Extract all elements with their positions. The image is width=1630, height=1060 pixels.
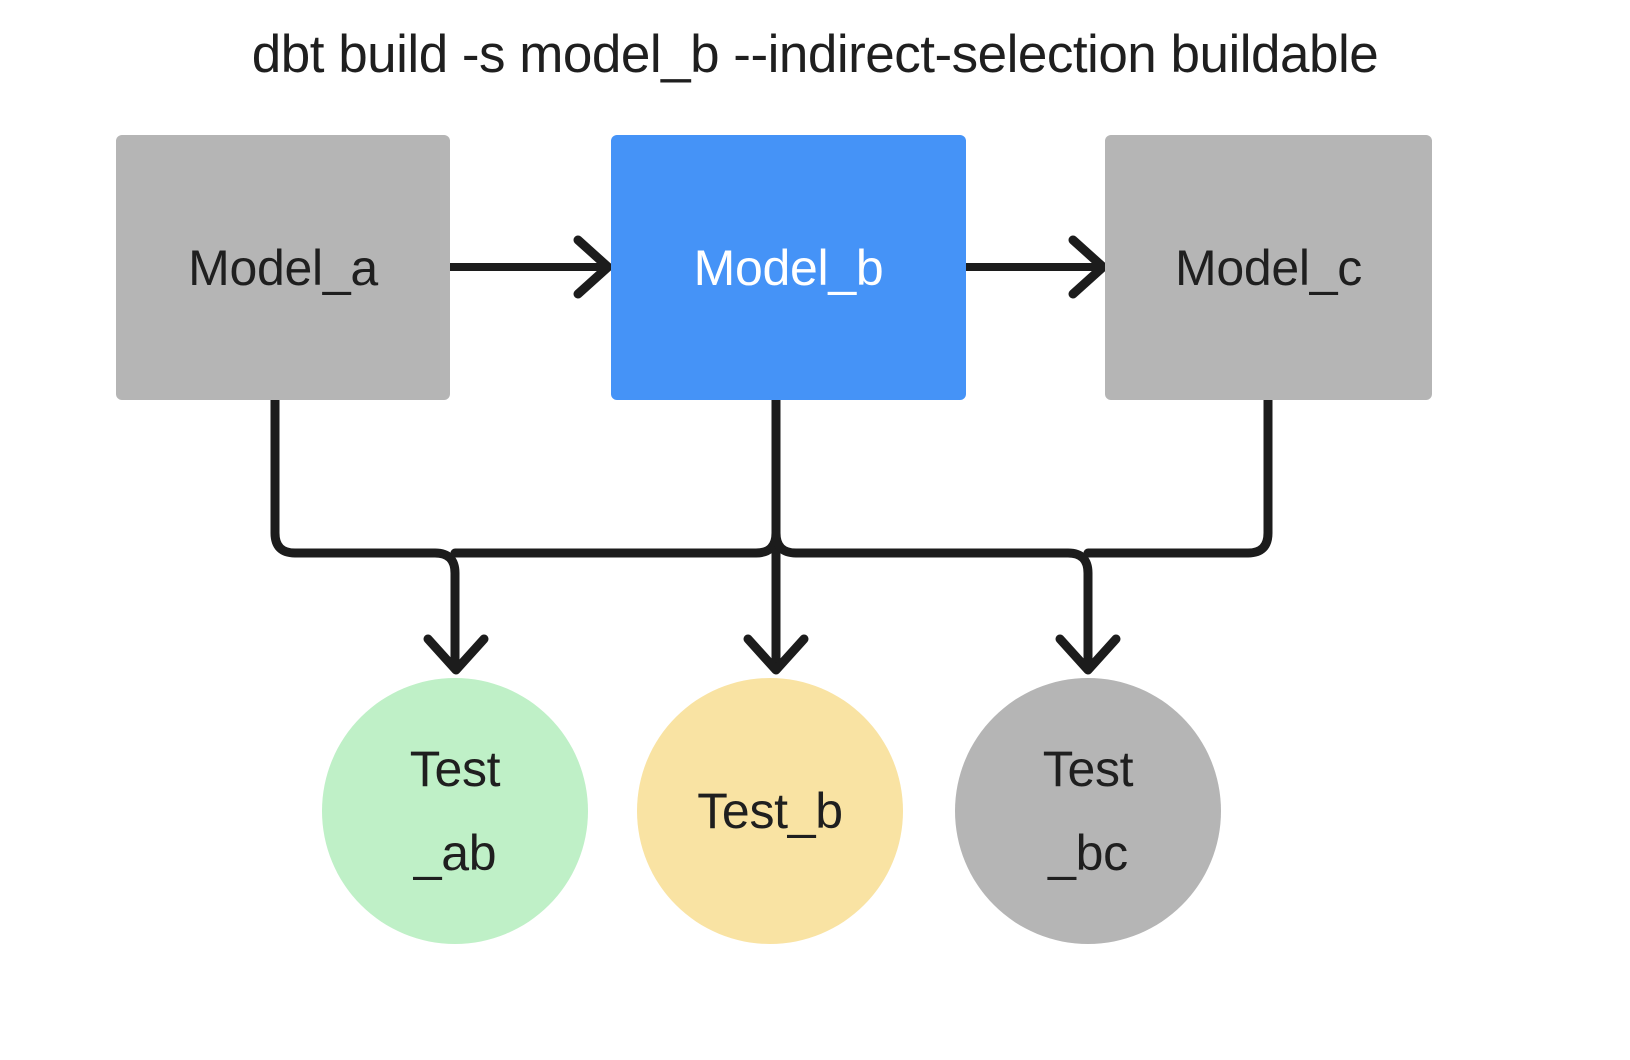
node-label-model-c: Model_c: [1175, 239, 1362, 296]
edge-model-b-to-test-bc: [771, 528, 1121, 675]
node-model-c[interactable]: Model_c: [1105, 135, 1432, 400]
node-label-test-b: Test_b: [697, 783, 843, 839]
node-test-ab[interactable]: Test _ab: [322, 678, 588, 944]
node-label-test-bc: Test _bc: [1042, 741, 1134, 881]
node-label-model-b: Model_b: [693, 239, 884, 296]
node-test-b[interactable]: Test_b: [637, 678, 903, 944]
node-model-b[interactable]: Model_b: [611, 135, 966, 400]
page-title: dbt build -s model_b --indirect-selectio…: [251, 25, 1379, 84]
edge-model-b-to-model-c: [962, 235, 1108, 299]
node-label-model-a: Model_a: [188, 239, 378, 296]
edge-model-a-to-model-b: [446, 235, 613, 299]
node-test-bc[interactable]: Test _bc: [955, 678, 1221, 944]
edge-model-a-to-test-ab: [270, 395, 489, 675]
edge-model-c-to-test-bc: [1083, 395, 1273, 558]
node-model-a[interactable]: Model_a: [116, 135, 450, 400]
edge-model-b-to-test-ab: [450, 528, 781, 558]
edge-model-b-to-test-b: [743, 395, 809, 675]
node-label-test-ab: Test _ab: [409, 741, 501, 881]
